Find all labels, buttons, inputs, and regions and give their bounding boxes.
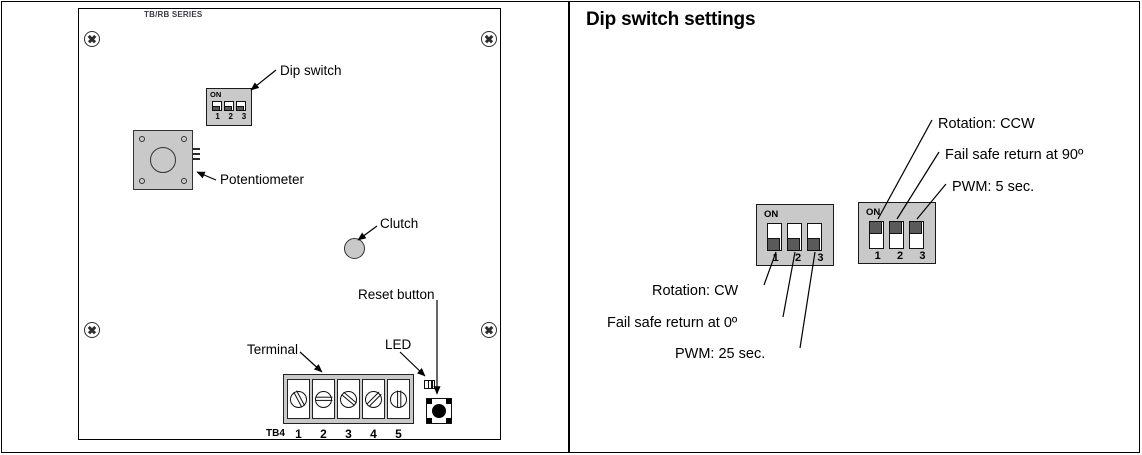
terminal-number-row: 1 2 3 4 5 <box>286 427 414 441</box>
pot-mount-hole <box>139 136 145 142</box>
dip-switch-row[interactable] <box>211 101 246 112</box>
clutch[interactable] <box>344 238 365 259</box>
reset-corner <box>446 418 451 423</box>
dip-switch-settings-off[interactable]: ON 1 2 3 <box>756 204 834 266</box>
screw-icon-bottom-right <box>481 322 497 338</box>
dip-switch-2[interactable] <box>786 223 802 252</box>
reset-corner <box>446 399 451 404</box>
reset-button[interactable] <box>426 398 452 424</box>
terminal-block[interactable] <box>283 374 414 424</box>
pot-mount-hole <box>181 178 187 184</box>
screw-icon-top-right <box>481 31 497 47</box>
dip-switch-3[interactable] <box>908 220 924 249</box>
dip-switch-settings-on[interactable]: ON 1 2 3 <box>858 202 936 264</box>
reset-corner <box>427 399 432 404</box>
terminal-slot-1[interactable] <box>287 379 310 419</box>
pot-mount-hole <box>181 136 187 142</box>
dip-slider-3 <box>235 106 244 112</box>
terminal-screw-icon-1 <box>290 390 307 408</box>
board-dip-switch[interactable]: ON 1 2 3 <box>206 88 252 126</box>
dip-switch-2[interactable] <box>888 220 904 249</box>
callout-label-led: LED <box>385 337 412 352</box>
reset-button-dot[interactable] <box>432 404 446 418</box>
dip-number-row: 1 2 3 <box>767 253 829 264</box>
terminal-number-3: 3 <box>345 427 352 441</box>
terminal-designator: TB4 <box>266 428 285 439</box>
callout-label-terminal: Terminal <box>247 342 299 357</box>
dip-slider-3 <box>806 238 820 252</box>
callout-label-fail-safe-90: Fail safe return at 90º <box>945 147 1084 163</box>
screw-icon-bottom-left <box>84 322 100 338</box>
callout-label-reset-button: Reset button <box>358 287 435 302</box>
dip-slider-2 <box>888 220 902 234</box>
terminal-screw-icon-2 <box>315 390 332 408</box>
dip-number-3: 3 <box>817 252 824 264</box>
terminal-number-2: 2 <box>320 427 327 441</box>
pot-knob[interactable] <box>150 147 176 173</box>
dip-on-label: ON <box>866 207 881 218</box>
dip-slider-1 <box>766 238 780 252</box>
dip-slider-3 <box>908 220 922 234</box>
callout-label-clutch: Clutch <box>380 216 419 231</box>
pot-mount-hole <box>139 178 145 184</box>
dip-switch-1[interactable] <box>868 220 884 249</box>
dip-slider-1 <box>211 106 220 112</box>
callout-label-rotation-cw: Rotation: CW <box>652 283 739 299</box>
terminal-screw-icon-4 <box>365 390 382 408</box>
dip-number-3: 3 <box>919 250 926 262</box>
terminal-slot-5[interactable] <box>387 379 410 419</box>
dip-switch-3[interactable] <box>806 223 822 252</box>
dip-slider-2 <box>786 238 800 252</box>
dip-on-label: ON <box>764 209 779 220</box>
dip-slider-1 <box>868 220 882 234</box>
terminal-number-1: 1 <box>295 427 302 441</box>
callout-label-dip-switch: Dip switch <box>280 63 342 78</box>
dip-number-row: 1 2 3 <box>869 251 931 262</box>
dip-number-2: 2 <box>795 252 802 264</box>
terminal-slot-2[interactable] <box>312 379 335 419</box>
potentiometer[interactable] <box>133 130 193 190</box>
screw-icon-top-left <box>84 31 100 47</box>
dip-number-row: 1 2 3 <box>212 113 250 121</box>
terminal-screw-icon-5 <box>390 390 407 408</box>
dip-switch-3[interactable] <box>235 101 246 112</box>
terminal-slot-3[interactable] <box>337 379 360 419</box>
reset-corner <box>427 418 432 423</box>
led-indicator <box>424 380 435 389</box>
dip-switch-row[interactable] <box>868 220 924 249</box>
dip-switch-2[interactable] <box>223 101 234 112</box>
callout-label-potentiometer: Potentiometer <box>220 172 305 187</box>
terminal-screw-icon-3 <box>340 390 357 408</box>
callout-label-fail-safe-0: Fail safe return at 0º <box>607 315 738 331</box>
dip-switch-row[interactable] <box>766 223 822 252</box>
callout-label-rotation-ccw: Rotation: CCW <box>938 116 1035 132</box>
dip-slider-2 <box>223 106 232 112</box>
terminal-number-4: 4 <box>370 427 377 441</box>
dip-number-2: 2 <box>228 112 233 121</box>
potentiometer-pins <box>193 148 200 164</box>
dip-switch-1[interactable] <box>211 101 222 112</box>
dip-number-1: 1 <box>772 252 779 264</box>
dip-number-3: 3 <box>241 112 247 121</box>
page-title: Dip switch settings <box>586 9 756 30</box>
device-board-panel <box>78 8 501 440</box>
dip-number-1: 1 <box>215 112 220 121</box>
callout-label-pwm-25: PWM: 25 sec. <box>675 346 766 362</box>
terminal-slot-4[interactable] <box>362 379 385 419</box>
dip-on-label: ON <box>210 90 222 99</box>
series-label: TB/RB SERIES <box>144 10 203 19</box>
panel-divider <box>568 1 570 453</box>
dip-number-2: 2 <box>897 250 904 262</box>
callout-label-pwm-5: PWM: 5 sec. <box>952 179 1035 195</box>
dip-switch-1[interactable] <box>766 223 782 252</box>
terminal-number-5: 5 <box>395 427 402 441</box>
dip-number-1: 1 <box>874 250 881 262</box>
